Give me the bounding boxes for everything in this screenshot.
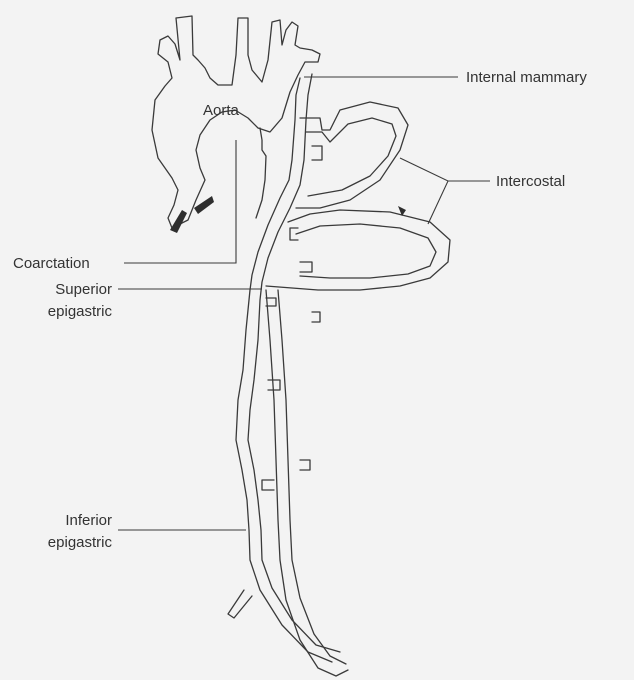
side-branch-5 xyxy=(312,312,320,322)
label-intercostal: Intercostal xyxy=(496,173,565,190)
internal-mammary-artery-inner xyxy=(248,74,340,652)
intercostal-notch-1 xyxy=(312,146,322,160)
label-superior-epigastric-line1: Superior xyxy=(55,281,112,298)
label-superior-epigastric-line2: epigastric xyxy=(48,303,113,320)
side-branch-3 xyxy=(262,480,274,490)
intercostal-loop-upper-outer xyxy=(296,102,408,208)
intercostal-notch-3 xyxy=(300,262,312,272)
intercostal-loop-upper-inner xyxy=(306,118,396,196)
leader-intercostal xyxy=(400,158,490,224)
label-inferior-epigastric-line2: epigastric xyxy=(48,534,113,551)
intercostal-loop-lower-inner xyxy=(296,224,436,278)
side-branch-4 xyxy=(300,460,310,470)
label-inferior-epigastric-line1: Inferior xyxy=(65,512,112,529)
side-branch-2 xyxy=(268,380,280,390)
descending-aorta xyxy=(256,128,266,218)
label-coarctation: Coarctation xyxy=(13,255,90,272)
label-internal-mammary: Internal mammary xyxy=(466,69,587,86)
iliac-branch xyxy=(228,590,252,618)
label-aorta: Aorta xyxy=(203,102,240,119)
leader-coarctation xyxy=(124,140,236,263)
